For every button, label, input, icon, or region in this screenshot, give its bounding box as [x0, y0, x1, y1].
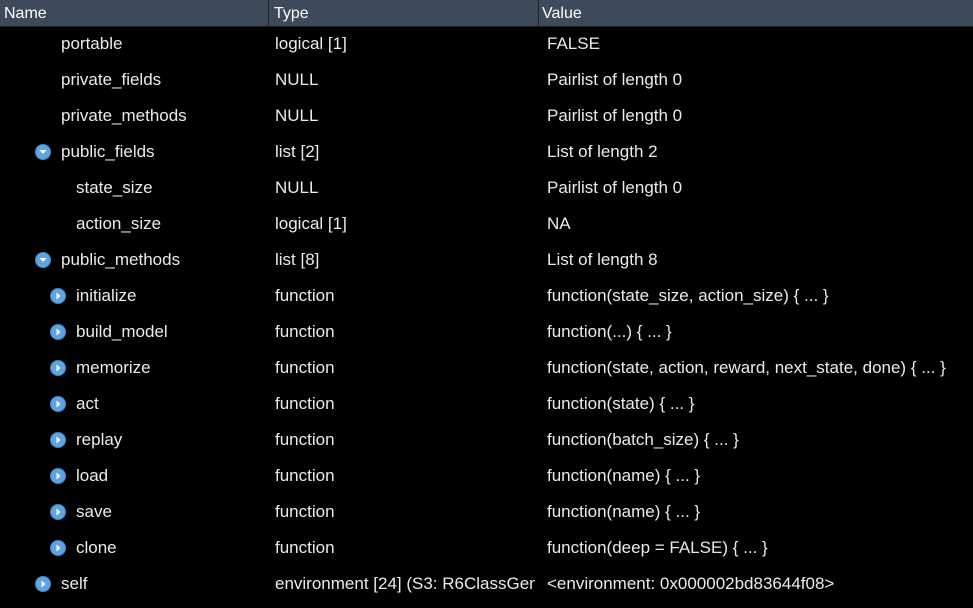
- tree-row[interactable]: public_methods list [8] List of length 8: [0, 242, 973, 278]
- row-name: action_size: [76, 214, 162, 233]
- column-header-type[interactable]: Type: [269, 0, 539, 26]
- row-type: NULL: [275, 106, 319, 125]
- chevron-right-icon[interactable]: [50, 360, 66, 376]
- row-type: environment [24] (S3: R6ClassGen: [275, 574, 535, 593]
- row-name: public_methods: [61, 250, 181, 269]
- tree-row[interactable]: build_model function function(...) { ... }: [0, 314, 973, 350]
- row-name: load: [76, 466, 109, 485]
- tree-row[interactable]: save function function(name) { ... }: [0, 494, 973, 530]
- column-header: Name Type Value: [0, 0, 973, 27]
- row-value: function(state) { ... }: [547, 394, 695, 413]
- tree-row[interactable]: load function function(name) { ... }: [0, 458, 973, 494]
- row-value: function(name) { ... }: [547, 502, 701, 521]
- column-header-value[interactable]: Value: [542, 5, 582, 22]
- chevron-right-icon[interactable]: [50, 504, 66, 520]
- chevron-right-icon[interactable]: [35, 576, 51, 592]
- row-name: save: [76, 502, 112, 521]
- row-value: Pairlist of length 0: [547, 178, 683, 197]
- row-type: logical [1]: [275, 34, 347, 53]
- row-name: memorize: [76, 358, 151, 377]
- tree-row[interactable]: private_methods NULL Pairlist of length 0: [0, 98, 973, 134]
- chevron-down-icon[interactable]: [35, 144, 51, 160]
- row-type: function: [275, 538, 335, 557]
- row-type: list [8]: [275, 250, 320, 269]
- row-name: portable: [61, 34, 123, 53]
- row-value: Pairlist of length 0: [547, 70, 683, 89]
- row-name: private_methods: [61, 106, 187, 125]
- tree-row[interactable]: clone function function(deep = FALSE) { ..…: [0, 530, 973, 566]
- chevron-right-icon[interactable]: [50, 432, 66, 448]
- row-name: self: [61, 574, 88, 593]
- row-name: private_fields: [61, 70, 162, 89]
- tree-row[interactable]: initialize function function(state_size, a…: [0, 278, 973, 314]
- row-type: list [2]: [275, 142, 320, 161]
- row-value: function(deep = FALSE) { ... }: [547, 538, 768, 557]
- row-value: FALSE: [547, 34, 600, 53]
- row-value: List of length 8: [547, 250, 658, 269]
- row-value: function(state_size, action_size) { ... …: [547, 286, 829, 305]
- row-type: function: [275, 358, 335, 377]
- row-value: <environment: 0x000002bd83644f08>: [547, 574, 835, 593]
- row-value: NA: [547, 214, 571, 233]
- row-value: Pairlist of length 0: [547, 106, 683, 125]
- row-name: clone: [76, 538, 117, 557]
- chevron-right-icon[interactable]: [50, 288, 66, 304]
- row-value: function(name) { ... }: [547, 466, 701, 485]
- row-type: function: [275, 502, 335, 521]
- row-value: function(...) { ... }: [547, 322, 672, 341]
- row-name: replay: [76, 430, 123, 449]
- row-name: act: [76, 394, 99, 413]
- row-type: function: [275, 322, 335, 341]
- row-value: function(state, action, reward, next_sta…: [547, 358, 946, 377]
- chevron-right-icon[interactable]: [50, 396, 66, 412]
- row-name: public_fields: [61, 142, 155, 161]
- row-value: function(batch_size) { ... }: [547, 430, 739, 449]
- tree-row[interactable]: memorize function function(state, action, …: [0, 350, 973, 386]
- row-value: List of length 2: [547, 142, 658, 161]
- tree-row[interactable]: private_fields NULL Pairlist of length 0: [0, 62, 973, 98]
- tree-row[interactable]: self environment [24] (S3: R6ClassGen <env…: [0, 566, 973, 602]
- row-type: function: [275, 430, 335, 449]
- row-type: NULL: [275, 178, 319, 197]
- chevron-down-icon[interactable]: [35, 252, 51, 268]
- row-name: build_model: [76, 322, 168, 341]
- row-type: function: [275, 394, 335, 413]
- row-type: NULL: [275, 70, 319, 89]
- row-type: logical [1]: [275, 214, 347, 233]
- column-header-name[interactable]: Name: [0, 0, 269, 26]
- row-name: initialize: [76, 286, 137, 305]
- row-type: function: [275, 466, 335, 485]
- tree-row[interactable]: act function function(state) { ... }: [0, 386, 973, 422]
- chevron-right-icon[interactable]: [50, 468, 66, 484]
- tree-row[interactable]: state_size NULL Pairlist of length 0: [0, 170, 973, 206]
- chevron-right-icon[interactable]: [50, 540, 66, 556]
- tree-row[interactable]: portable logical [1] FALSE: [0, 26, 973, 62]
- chevron-right-icon[interactable]: [50, 324, 66, 340]
- tree-row[interactable]: action_size logical [1] NA: [0, 206, 973, 242]
- row-name: state_size: [76, 178, 153, 197]
- row-type: function: [275, 286, 335, 305]
- tree-row[interactable]: public_fields list [2] List of length 2: [0, 134, 973, 170]
- tree-row[interactable]: replay function function(batch_size) { ...…: [0, 422, 973, 458]
